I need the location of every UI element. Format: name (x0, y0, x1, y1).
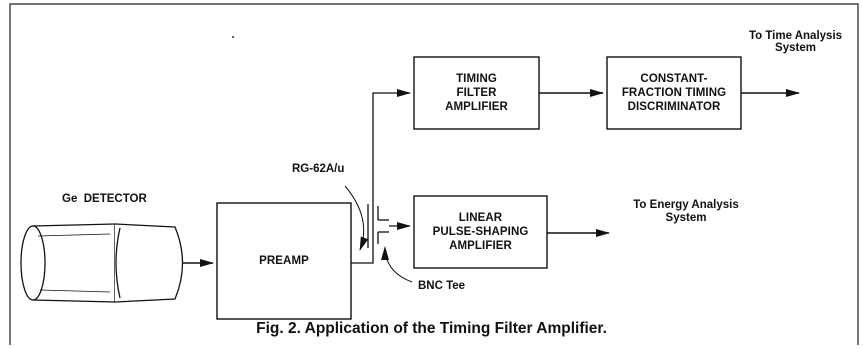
linear-amplifier-label: LINEAR PULSE-SHAPING AMPLIFIER (432, 212, 529, 252)
figure-caption: Fig. 2. Application of the Timing Filter… (256, 320, 607, 337)
bnc-tee-icon (367, 204, 411, 248)
cable-pointer-arrow (344, 185, 369, 251)
timing-filter-amplifier-box (413, 56, 540, 130)
bnc-pointer-arrow (381, 246, 413, 283)
to-time-label: To Time Analysis System (748, 30, 843, 54)
timing-filter-amplifier-label: TIMING FILTER AMPLIFIER (445, 73, 508, 113)
bnc-tee-label: BNC Tee (418, 280, 466, 292)
scan-dot (232, 36, 234, 38)
cftd-label: CONSTANT- FRACTION TIMING DISCRIMINATOR (621, 73, 727, 113)
to-energy-label: To Energy Analysis System (633, 199, 739, 224)
ge-detector-label: Ge DETECTOR (62, 193, 147, 205)
cftd-box (606, 56, 742, 130)
cable-label: RG-62A/u (292, 163, 345, 175)
rg62-cable (351, 89, 411, 264)
ge-detector-icon (20, 223, 184, 303)
linear-amplifier-box (413, 195, 548, 269)
figure-frame (9, 3, 859, 345)
preamp-box (216, 202, 352, 320)
preamp-label: PREAMP (259, 255, 309, 267)
